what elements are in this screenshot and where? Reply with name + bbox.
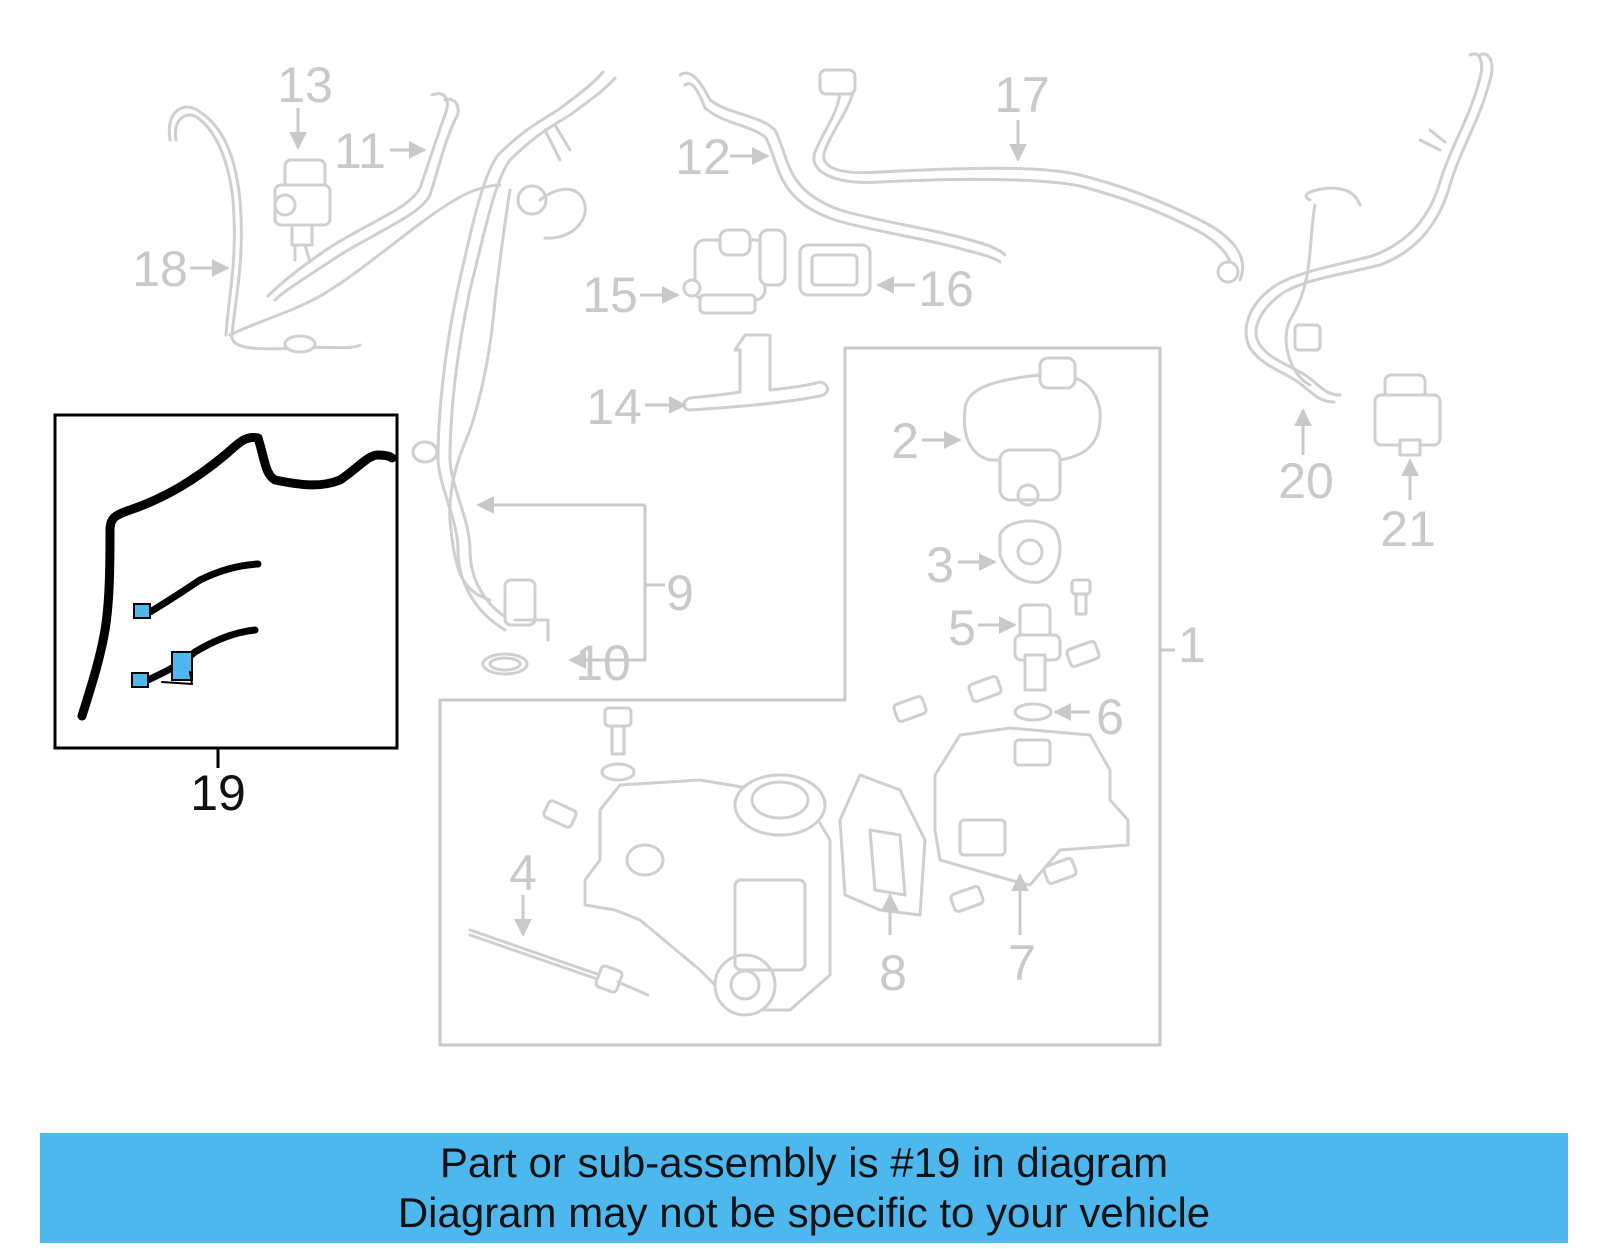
- part-14-bracket: [682, 333, 829, 412]
- part-18-hose: [167, 105, 362, 354]
- callout-10: 10: [575, 635, 631, 691]
- part-11-hose: [266, 92, 460, 302]
- part-7-housing: [933, 726, 1130, 887]
- callout-1: 1: [1178, 617, 1206, 673]
- callout-9: 9: [666, 565, 694, 621]
- callout-2: 2: [891, 413, 919, 469]
- part-8-gasket: [838, 773, 927, 917]
- banner-line-1: Part or sub-assembly is #19 in diagram: [439, 1139, 1169, 1186]
- callout-20: 20: [1278, 453, 1334, 509]
- callout-14: 14: [586, 379, 642, 435]
- callout-6: 6: [1096, 689, 1124, 745]
- callout-11: 11: [334, 123, 386, 179]
- leader-lines: [190, 108, 1419, 937]
- parts-diagram: 13 11 18 12 17 15 16 14 2 3 5 6 1 9 10 4…: [53, 52, 1494, 1047]
- callout-21: 21: [1380, 501, 1436, 557]
- part-19-sensor-wire-1: [133, 560, 262, 619]
- part-4-rod: [468, 928, 650, 997]
- info-banner: Part or sub-assembly is #19 in diagram D…: [40, 1133, 1568, 1243]
- part-2-actuator: [962, 356, 1102, 507]
- part-17-hose: [812, 68, 1245, 284]
- bolts: [542, 578, 1101, 913]
- part-1-frame: [438, 346, 1162, 1047]
- part-16-connector: [798, 243, 872, 297]
- callout-3: 3: [926, 537, 954, 593]
- callout-15: 15: [582, 267, 638, 323]
- part-20-hose: [1244, 52, 1494, 404]
- part-13-valve: [273, 158, 332, 264]
- cooler-body: [583, 773, 832, 1017]
- part-21-valve: [1373, 373, 1442, 457]
- part-9-pipe: [228, 70, 617, 642]
- part-19-hose: [77, 432, 397, 721]
- banner-line-2: Diagram may not be specific to your vehi…: [397, 1189, 1211, 1236]
- callout-4: 4: [509, 845, 537, 901]
- callout-16: 16: [918, 261, 974, 317]
- callout-7: 7: [1008, 935, 1036, 991]
- part-10-oring: [481, 652, 529, 676]
- callout-8: 8: [879, 945, 907, 1001]
- part-3-gasket: [998, 519, 1062, 584]
- callout-17: 17: [994, 67, 1050, 123]
- callout-5: 5: [948, 600, 976, 656]
- part-6-oring: [1013, 702, 1053, 722]
- part-5-sensor: [1013, 603, 1062, 692]
- callout-labels: 13 11 18 12 17 15 16 14 2 3 5 6 1 9 10 4…: [132, 57, 1436, 1001]
- part-19-frame: [53, 413, 399, 750]
- part-12-hose: [678, 71, 1007, 264]
- part-19-highlight: 19: [53, 413, 399, 821]
- part-oring-small: [600, 762, 636, 782]
- callout-19: 19: [190, 765, 246, 821]
- callout-18: 18: [132, 241, 188, 297]
- part-19-sensor-wire-2: [131, 626, 259, 688]
- callout-12: 12: [675, 129, 731, 185]
- callout-13: 13: [277, 57, 333, 113]
- part-15-valve: [682, 228, 787, 315]
